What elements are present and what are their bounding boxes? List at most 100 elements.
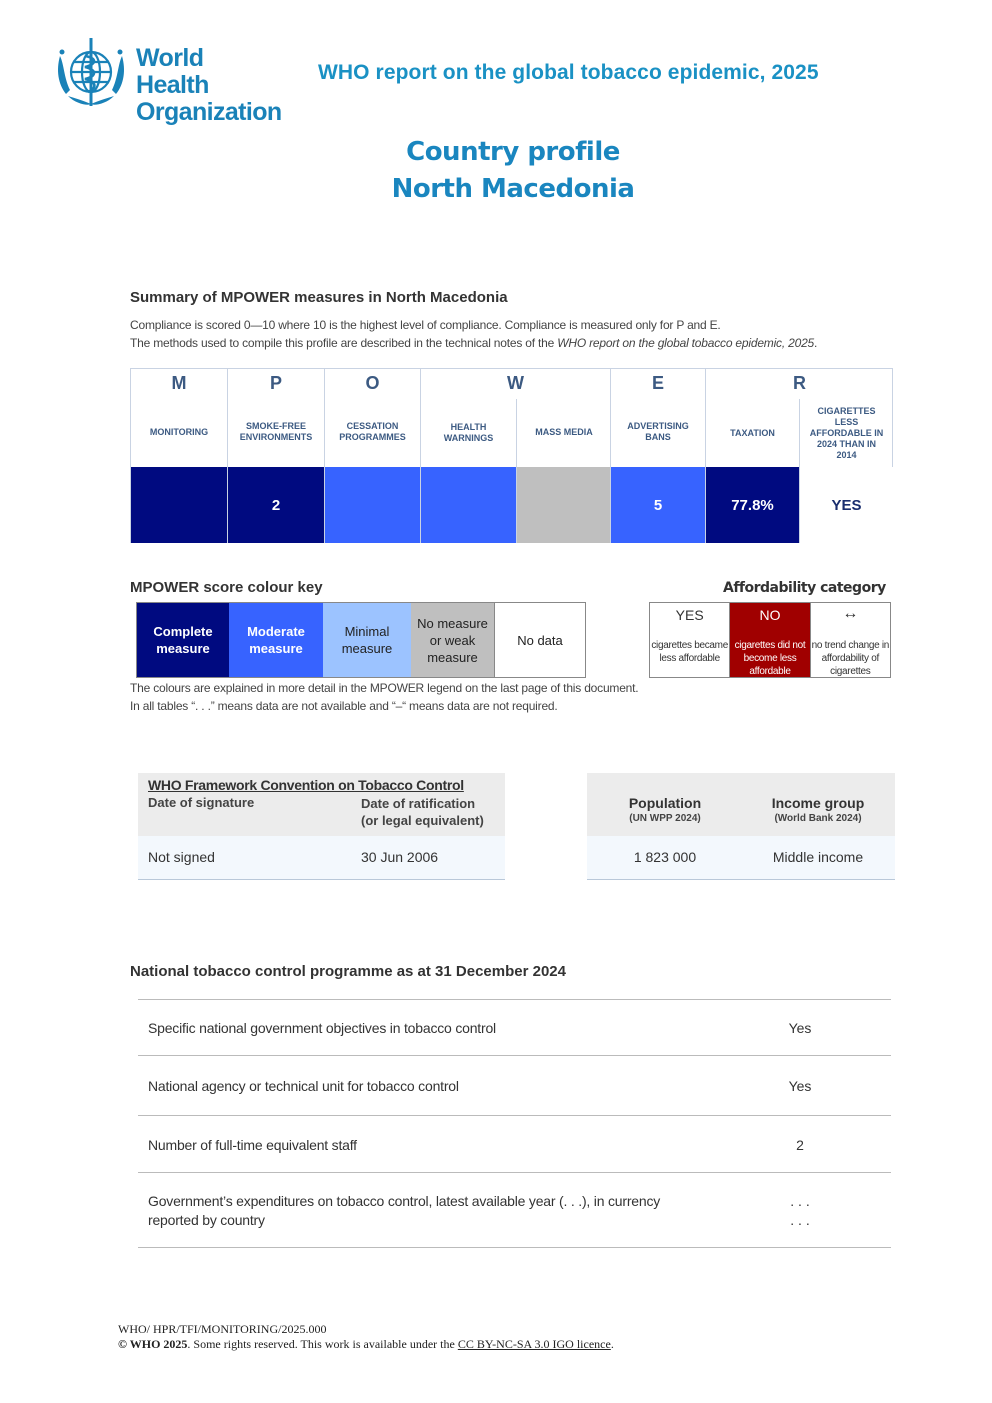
colour-key: Complete measure Moderate measure Minima… — [136, 602, 586, 678]
programme-row-agency-value: Yes — [788, 1078, 812, 1094]
mpower-letter-p: P — [269, 373, 282, 393]
mpower-value-taxation: 77.8% — [706, 467, 800, 543]
mpower-table: M MONITORING P SMOKE-FREE ENVIRONMENTS O… — [130, 368, 893, 543]
fctc-signature-header: Date of signature — [148, 795, 255, 810]
population-header-cell: Population (UN WPP 2024) — [587, 795, 743, 827]
expenditure-line2: reported by country — [148, 1212, 265, 1228]
programme-row-expenditure-value: . . . . . . — [740, 1192, 860, 1230]
population-label: Population — [628, 795, 702, 811]
note2-prefix: The methods used to compile this profile… — [130, 336, 558, 350]
income-value: Middle income — [772, 849, 864, 865]
mpower-col-r: R TAXATION CIGARETTES LESS AFFORDABLE IN… — [706, 369, 893, 467]
income-header-cell: Income group (World Bank 2024) — [743, 795, 893, 827]
mpower-value-affordability: YES — [800, 467, 893, 543]
affordability-yes-desc: cigarettes became less affordable — [651, 640, 728, 664]
programme-row-staff-label: Number of full-time equivalent staff — [148, 1137, 357, 1153]
mpower-label-taxation: TAXATION — [706, 399, 800, 467]
colour-key-note-2: In all tables “. . .” means data are not… — [130, 699, 558, 713]
expenditure-value-2: . . . — [790, 1212, 810, 1228]
mpower-letter-o: O — [365, 373, 380, 393]
country-name: North Macedonia — [391, 174, 635, 204]
ratification-header-line1: Date of ratification — [361, 796, 476, 811]
programme-row-expenditure-label: Government’s expenditures on tobacco con… — [148, 1192, 660, 1230]
mpower-label-smoke-free: SMOKE-FREE ENVIRONMENTS — [239, 421, 313, 442]
licence-link[interactable]: CC BY-NC-SA 3.0 IGO licence — [457, 1337, 611, 1351]
mpower-label-health-warnings: HEALTH WARNINGS — [421, 399, 517, 467]
fctc-ratification-value: 30 Jun 2006 — [361, 849, 439, 865]
mpower-letter-e: E — [651, 373, 664, 393]
note2-suffix: . — [814, 336, 818, 350]
fctc-ratification-header: Date of ratification (or legal equivalen… — [361, 795, 484, 829]
mpower-value-cessation — [325, 467, 421, 543]
mpower-label-affordability: CIGARETTES LESS AFFORDABLE IN 2024 THAN … — [809, 405, 884, 460]
population-value: 1 823 000 — [633, 849, 697, 865]
mpower-value-advertising: 5 — [611, 467, 706, 543]
programme-divider — [138, 1172, 891, 1173]
affordability-heading: Affordability category — [723, 580, 886, 596]
mpower-letter-w: W — [507, 373, 524, 393]
income-label: Income group — [771, 795, 865, 811]
affordability-no: NO cigarettes did not become less afford… — [730, 603, 811, 677]
fctc-table: WHO Framework Convention on Tobacco Cont… — [138, 773, 505, 880]
mpower-value-monitoring — [131, 467, 228, 543]
population-header: Population (UN WPP 2024) Income group (W… — [587, 773, 895, 836]
fctc-signature-value: Not signed — [148, 849, 215, 865]
mpower-label-advertising: ADVERTISING BANS — [627, 421, 689, 442]
mpower-label-cessation: CESSATION PROGRAMMES — [339, 421, 406, 442]
copyright-line: © WHO 2025. Some rights reserved. This w… — [118, 1337, 614, 1352]
summary-heading: Summary of MPOWER measures in North Mace… — [130, 289, 508, 306]
copyright: © WHO 2025 — [118, 1337, 188, 1351]
mpower-col-m: M MONITORING — [131, 369, 228, 467]
colour-key-note-1: The colours are explained in more detail… — [130, 681, 639, 695]
mpower-col-w: W HEALTH WARNINGS MASS MEDIA — [421, 369, 611, 467]
key-moderate: Moderate measure — [229, 603, 323, 677]
who-emblem-icon — [58, 38, 124, 106]
summary-note-1: Compliance is scored 0—10 where 10 is th… — [130, 318, 721, 332]
programme-divider — [138, 1055, 891, 1056]
expenditure-value-1: . . . — [790, 1193, 810, 1209]
profile-title: Country profile North Macedonia — [0, 134, 992, 208]
affordability-no-trend: ↔ no trend change in affordability of ci… — [810, 603, 890, 677]
mpower-value-smoke-free: 2 — [228, 467, 325, 543]
expenditure-line1: Government’s expenditures on tobacco con… — [148, 1193, 661, 1209]
affordability-yes: YES cigarettes became less affordable — [650, 603, 731, 677]
key-complete: Complete measure — [137, 603, 229, 677]
programme-row-staff-value: 2 — [796, 1137, 804, 1153]
document-code: WHO/ HPR/TFI/MONITORING/2025.000 — [118, 1322, 327, 1336]
income-source: (World Bank 2024) — [774, 813, 862, 824]
mpower-letter-m: M — [171, 373, 187, 393]
population-row: 1 823 000 Middle income — [587, 836, 895, 880]
affordability-no-trend-desc: no trend change in affordability of ciga… — [811, 640, 890, 677]
affordability-yes-title: YES — [675, 607, 704, 623]
mpower-value-mass-media — [517, 467, 611, 543]
programme-row-objectives-label: Specific national government objectives … — [148, 1020, 496, 1036]
who-logo: World Health Organization — [52, 34, 282, 126]
mpower-col-p: P SMOKE-FREE ENVIRONMENTS — [228, 369, 325, 467]
who-logo-text: World Health Organization — [136, 45, 282, 126]
logo-line2: Organization — [136, 98, 282, 126]
mpower-label-mass-media: MASS MEDIA — [535, 426, 593, 437]
programme-divider — [138, 999, 891, 1000]
rights-end: . — [610, 1337, 614, 1351]
affordability-key: YES cigarettes became less affordable NO… — [649, 602, 891, 678]
programme-divider — [138, 1247, 891, 1248]
affordability-no-title: NO — [759, 607, 781, 623]
ratification-header-line2: (or legal equivalent) — [361, 813, 484, 828]
programme-heading: National tobacco control programme as at… — [130, 963, 566, 980]
fctc-row: Not signed 30 Jun 2006 — [138, 836, 505, 880]
mpower-label-monitoring: MONITORING — [149, 426, 209, 437]
rights-text: . Some rights reserved. This work is ava… — [187, 1337, 458, 1351]
mpower-letter-r: R — [793, 373, 806, 393]
logo-line1: World Health — [136, 44, 209, 99]
fctc-title: WHO Framework Convention on Tobacco Cont… — [148, 777, 464, 793]
population-table: Population (UN WPP 2024) Income group (W… — [587, 773, 895, 880]
double-arrow-icon: ↔ — [842, 605, 859, 622]
mpower-col-e: E ADVERTISING BANS — [611, 369, 706, 467]
footer: WHO/ HPR/TFI/MONITORING/2025.000 © WHO 2… — [118, 1322, 614, 1352]
key-minimal: Minimal measure — [323, 603, 411, 677]
summary-notes: Compliance is scored 0—10 where 10 is th… — [130, 316, 910, 352]
fctc-header: WHO Framework Convention on Tobacco Cont… — [138, 773, 505, 836]
note2-report-title: WHO report on the global tobacco epidemi… — [557, 336, 815, 350]
affordability-no-desc: cigarettes did not become less affordabl… — [734, 640, 806, 677]
profile-line1: Country profile — [406, 137, 620, 167]
